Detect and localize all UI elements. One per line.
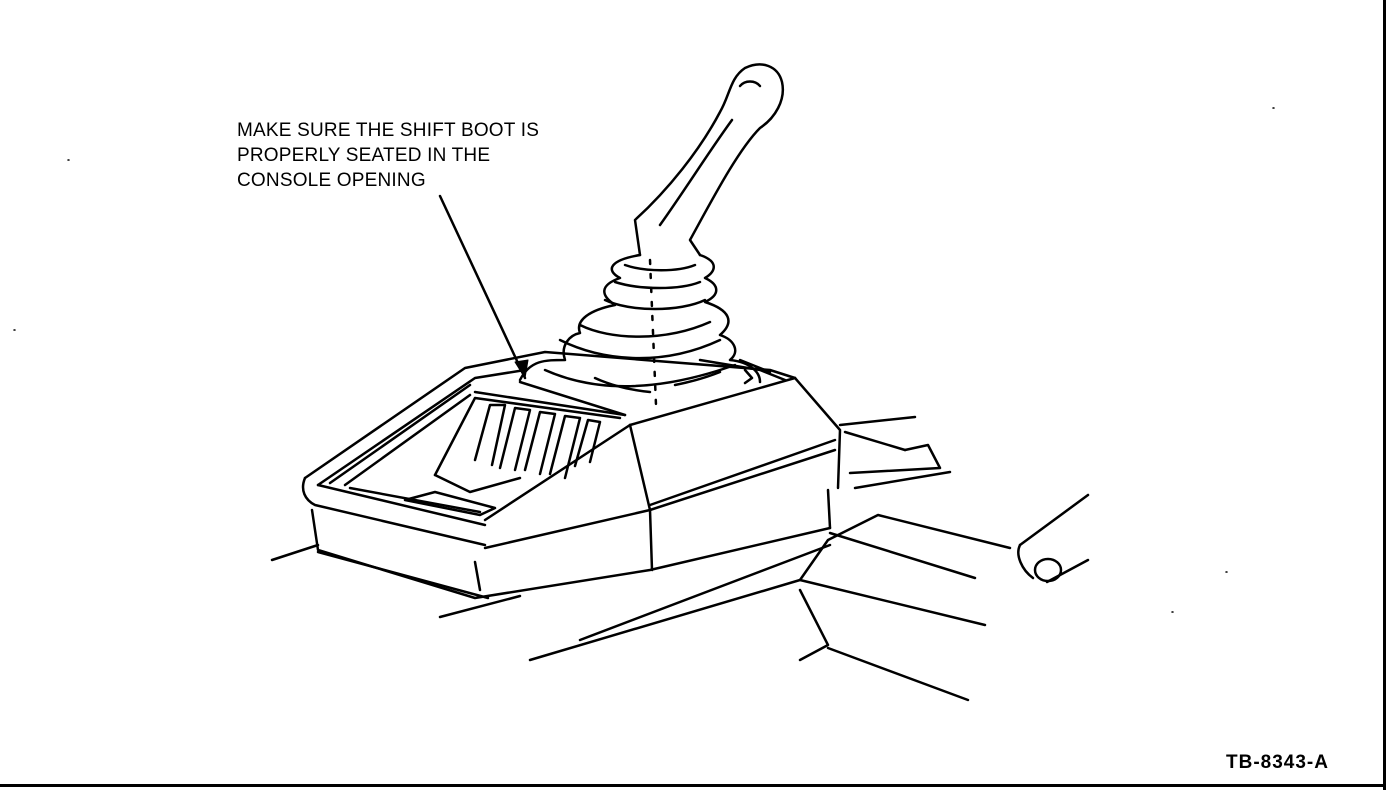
- figure-id: TB-8343-A: [1226, 752, 1329, 773]
- console-icon: [301, 350, 842, 600]
- callout-line-2: PROPERLY SEATED IN THE: [237, 145, 491, 166]
- pipe-icon: [1017, 493, 1090, 584]
- frame-border-bottom: [0, 784, 1386, 787]
- scan-specks: [13, 107, 1275, 613]
- shift-lever-icon: [633, 63, 785, 257]
- callout-line-1: MAKE SURE THE SHIFT BOOT IS: [237, 120, 540, 141]
- callout-text: MAKE SURE THE SHIFT BOOT IS PROPERLY SEA…: [237, 118, 539, 193]
- callout-line-3: CONSOLE OPENING: [237, 170, 426, 191]
- shift-boot-icon: [518, 253, 772, 417]
- floor-tunnel-icon: [270, 415, 1012, 702]
- leader-line: [438, 194, 529, 380]
- frame-border-right: [1383, 0, 1386, 790]
